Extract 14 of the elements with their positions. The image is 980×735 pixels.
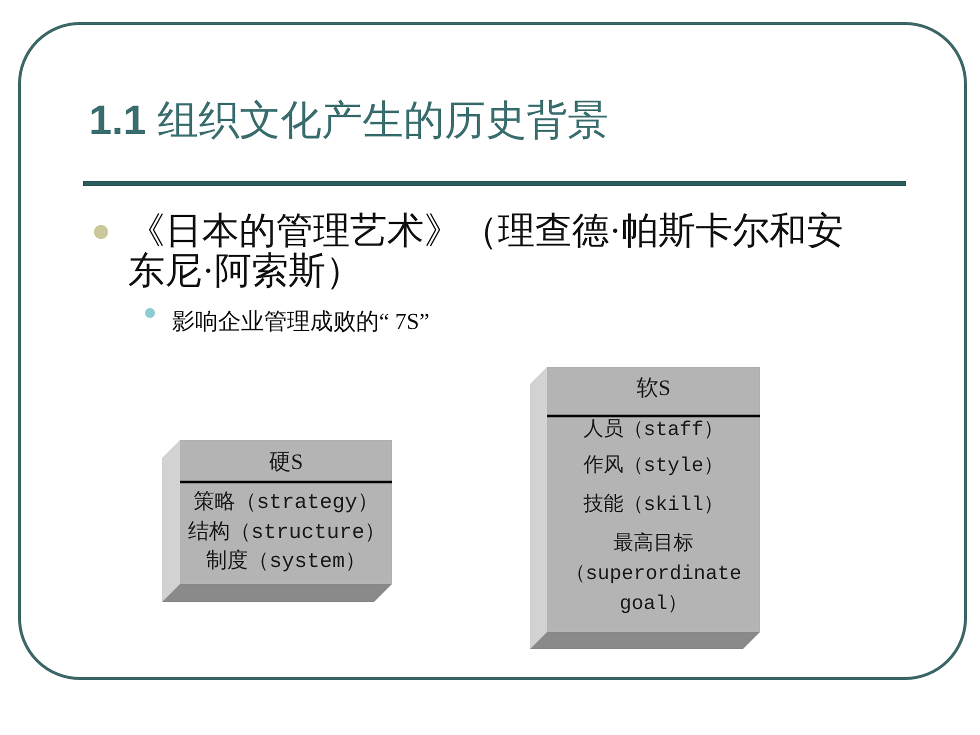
category-heading: 软S [635,374,672,402]
category-item: 最高目标（superordinate goal） [564,531,743,618]
category-item: 作风（style） [582,454,724,480]
slide-title: 1.1 组织文化产生的历史背景 [89,96,608,145]
category-box [530,367,760,649]
category-item: 技能（skill） [582,492,724,519]
category-box [162,440,392,602]
category-item: 策略（strategy） [192,490,380,516]
sub-bullet-text: 影响企业管理成败的“ 7S” [172,308,430,336]
category-item: 结构（structure） [188,520,384,546]
category-item: 人员（staff） [582,418,724,444]
category-item: 制度（system） [205,548,367,576]
category-heading: 硬S [268,448,304,476]
bullet-text: 《日本的管理艺术》（理查德·帕斯卡尔和安东尼·阿索斯） [128,212,844,292]
